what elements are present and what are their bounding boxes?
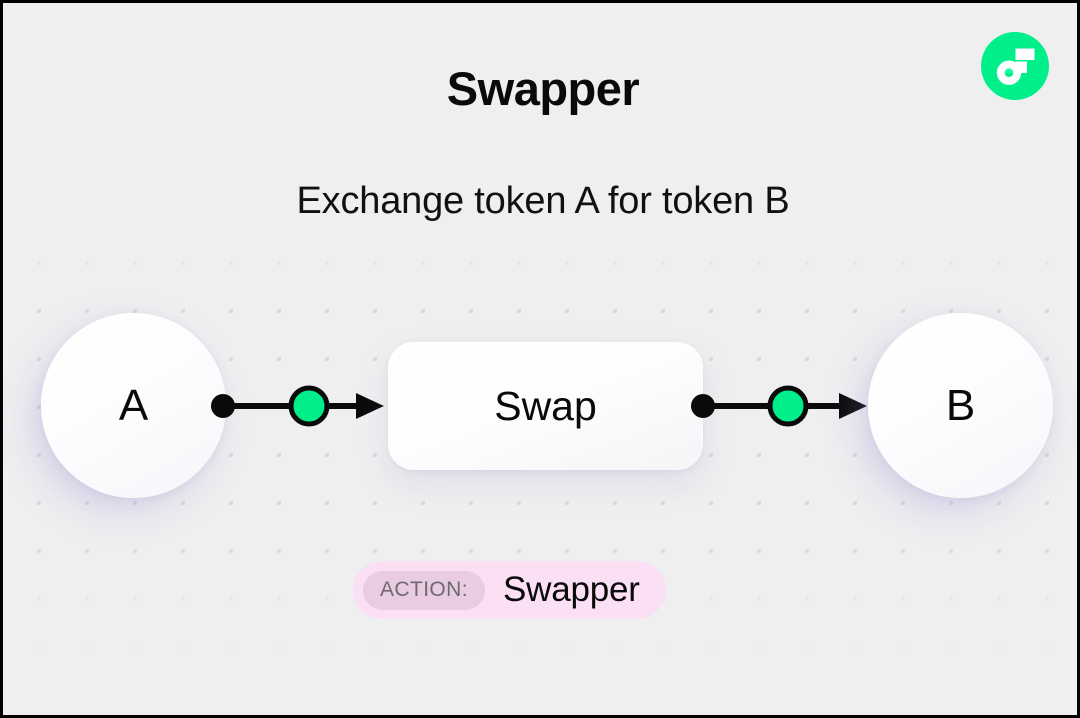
node-token-b[interactable]: B [868,313,1053,498]
connector-token-a-to-swap [206,376,386,436]
connector-source-dot [691,394,715,418]
connector-swap-to-token-b [691,376,871,436]
page-title: Swapper [446,62,640,115]
connector-midpoint-dot [288,385,330,427]
action-badge-value: Swapper [502,570,640,609]
node-token-a-label: A [118,380,149,430]
page-subtitle: Exchange token A for token B [296,180,790,222]
node-token-b-label: B [945,380,976,430]
node-swap[interactable]: Swap [388,342,703,470]
node-swap-label: Swap [494,382,597,429]
connector-midpoint-dot [767,385,809,427]
action-badge-label: ACTION: [363,570,485,610]
connector-source-dot [211,394,235,418]
flow-logo-icon [980,31,1050,101]
action-badge: ACTION: Swapper [353,561,666,619]
node-token-a[interactable]: A [41,313,226,498]
